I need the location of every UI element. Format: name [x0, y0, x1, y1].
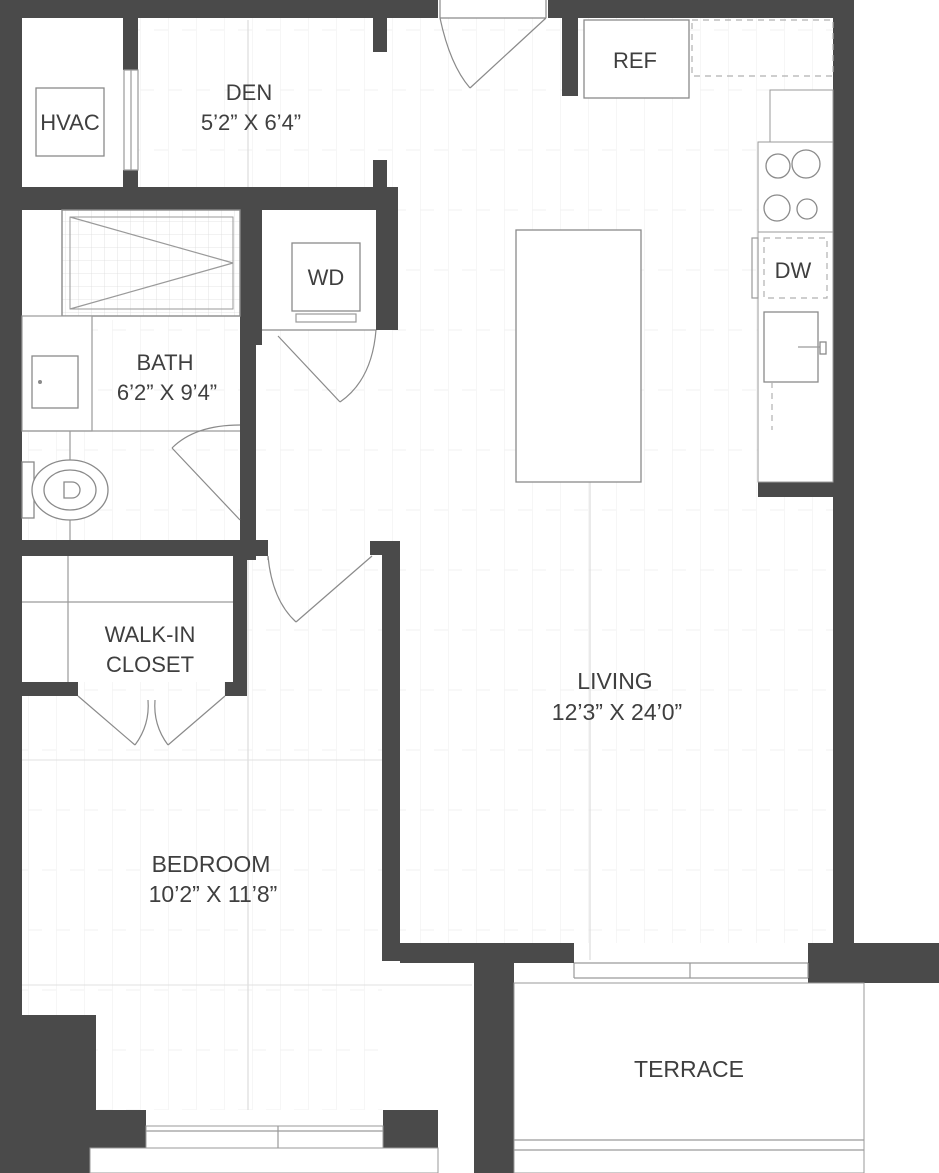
kitchen [515, 19, 834, 483]
bedroom-door[interactable] [267, 555, 373, 623]
bath-fixtures [21, 315, 241, 540]
bedroom-window [89, 1125, 439, 1173]
walkin-label-2: CLOSET [106, 652, 194, 677]
entry-door[interactable] [439, 0, 547, 89]
living-name: LIVING [577, 668, 652, 694]
shower [61, 209, 241, 317]
walkin-label-1: WALK-IN [105, 622, 196, 647]
wd-closet [262, 210, 377, 403]
walk-in-closet [22, 556, 233, 746]
bath-name: BATH [136, 350, 193, 375]
room-labels: HVAC DEN 5’2” X 6’4” REF WD DW BATH 6’2”… [40, 48, 811, 1082]
terrace-name: TERRACE [634, 1056, 744, 1082]
floor-areas [22, 18, 838, 1110]
terrace [513, 982, 865, 1173]
bedroom-name: BEDROOM [152, 851, 271, 877]
living-window [573, 962, 809, 979]
living-dims: 12’3” X 24’0” [552, 699, 682, 725]
ref-label: REF [613, 48, 657, 73]
wd-label: WD [308, 265, 345, 290]
den-name: DEN [226, 80, 272, 105]
dw-label: DW [775, 258, 812, 283]
bath-dims: 6’2” X 9’4” [117, 380, 217, 405]
bedroom-dims: 10’2” X 11’8” [149, 881, 278, 907]
den-dims: 5’2” X 6’4” [201, 110, 301, 135]
hvac-closet [22, 18, 139, 187]
hvac-label: HVAC [40, 110, 100, 135]
